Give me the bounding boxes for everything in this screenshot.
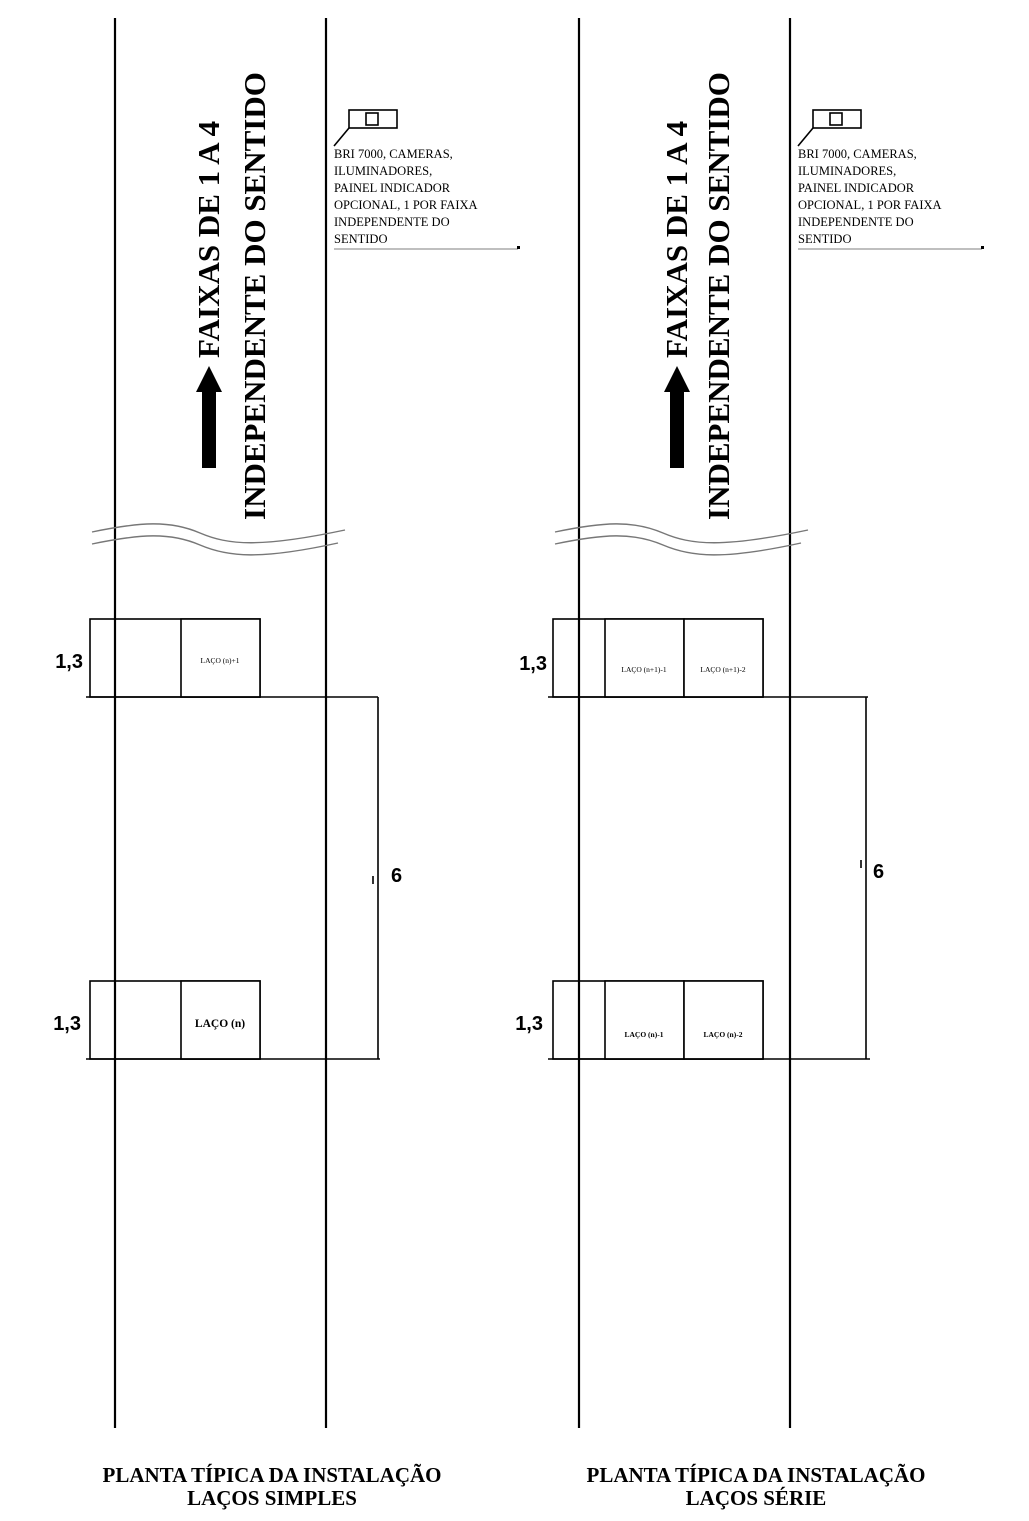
road-break-symbol <box>554 535 802 556</box>
loop-spacing-label: 6 <box>873 861 884 883</box>
equipment-note-line: OPCIONAL, 1 POR FAIXA <box>334 198 478 212</box>
panel-title-line-1: PLANTA TÍPICA DA INSTALAÇÃO <box>103 1463 442 1487</box>
equipment-note-line: BRI 7000, CAMERAS, <box>798 147 917 161</box>
equipment-note-line: SENTIDO <box>798 232 851 246</box>
road-direction-text-1: FAIXAS DE 1 A 4 <box>659 121 694 358</box>
equipment-note: BRI 7000, CAMERAS, ILUMINADORES, PAINEL … <box>798 147 942 246</box>
equipment-note-line: INDEPENDENTE DO <box>798 215 914 229</box>
loop-label: LAÇO (n)-1 <box>625 1030 664 1039</box>
loop-box-top <box>683 618 764 698</box>
loop-length-label: 1,3 <box>519 653 547 675</box>
loop-box-bottom <box>604 980 685 1060</box>
equipment-icon <box>797 109 862 147</box>
loop-length-label: 1,3 <box>515 1013 543 1035</box>
panel-title-line-2: LAÇOS SÉRIE <box>686 1486 827 1510</box>
equipment-note-line: ILUMINADORES, <box>334 164 432 178</box>
equipment-note-line: INDEPENDENTE DO <box>334 215 450 229</box>
panel-title-line-2: LAÇOS SIMPLES <box>187 1486 357 1510</box>
road-break-symbol <box>91 535 339 556</box>
note-leader-dot <box>981 246 984 249</box>
equipment-note-line: BRI 7000, CAMERAS, <box>334 147 453 161</box>
loop-label: LAÇO (n)+1 <box>200 656 239 665</box>
equipment-note-line: PAINEL INDICADOR <box>334 181 451 195</box>
note-leader-dot <box>517 246 520 249</box>
loop-label: LAÇO (n) <box>195 1018 245 1030</box>
loop-box-bottom <box>683 980 764 1060</box>
loop-label: LAÇO (n)-2 <box>704 1030 743 1039</box>
road-break-symbol <box>91 523 346 544</box>
road-direction-text-2: INDEPENDENTE DO SENTIDO <box>701 72 736 520</box>
road-break-symbol <box>554 523 809 544</box>
equipment-note-line: SENTIDO <box>334 232 387 246</box>
road-direction-text-2: INDEPENDENTE DO SENTIDO <box>237 72 272 520</box>
loop-length-label: 1,3 <box>55 651 83 673</box>
equipment-icon <box>333 109 398 147</box>
panel-simples: FAIXAS DE 1 A 4 INDEPENDENTE DO SENTIDO … <box>53 18 520 1510</box>
loop-spacing-label: 6 <box>391 865 402 887</box>
equipment-note: BRI 7000, CAMERAS, ILUMINADORES, PAINEL … <box>334 147 478 246</box>
loop-length-label: 1,3 <box>53 1013 81 1035</box>
panel-serie: FAIXAS DE 1 A 4 INDEPENDENTE DO SENTIDO … <box>515 18 984 1510</box>
road-direction-text-1: FAIXAS DE 1 A 4 <box>191 121 226 358</box>
panel-title-line-1: PLANTA TÍPICA DA INSTALAÇÃO <box>587 1463 926 1487</box>
loop-box-top <box>180 618 261 698</box>
equipment-note-line: PAINEL INDICADOR <box>798 181 915 195</box>
loop-box-top <box>604 618 685 698</box>
loop-label: LAÇO (n+1)-1 <box>621 665 667 674</box>
equipment-note-line: OPCIONAL, 1 POR FAIXA <box>798 198 942 212</box>
equipment-note-line: ILUMINADORES, <box>798 164 896 178</box>
direction-arrow-icon <box>196 366 222 468</box>
loop-label: LAÇO (n+1)-2 <box>700 665 746 674</box>
direction-arrow-icon <box>664 366 690 468</box>
